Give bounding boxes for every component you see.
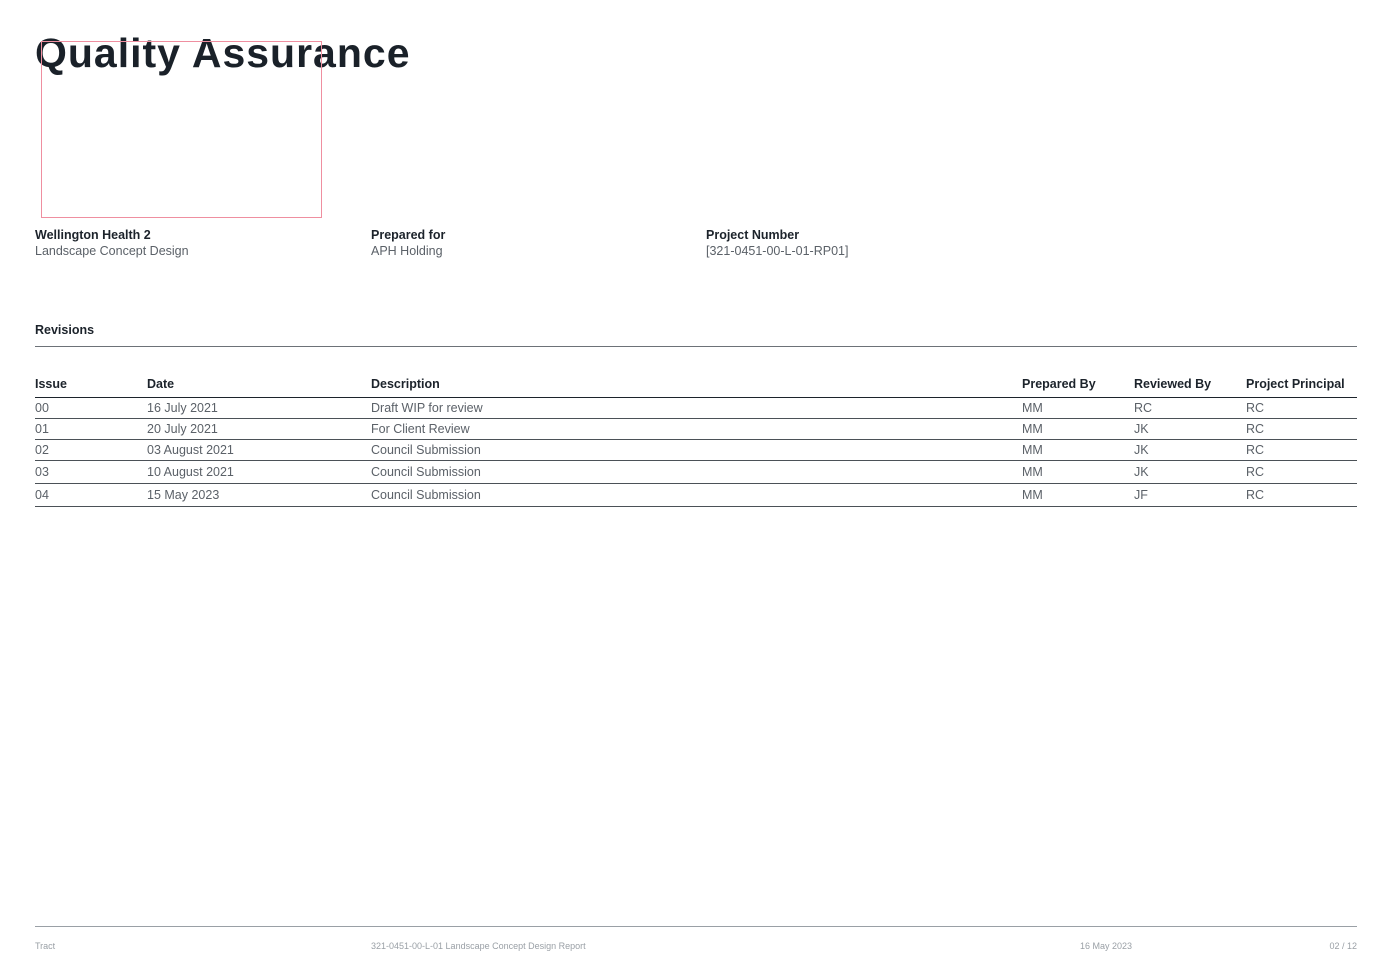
cell-reviewed-by: JK bbox=[1134, 439, 1246, 461]
cell-project-principal: RC bbox=[1246, 483, 1357, 507]
cell-date: 10 August 2021 bbox=[147, 460, 371, 484]
cell-prepared-by: MM bbox=[1022, 460, 1134, 484]
cell-date: 16 July 2021 bbox=[147, 397, 371, 419]
table-row: 03 10 August 2021 Council Submission MM … bbox=[35, 460, 1357, 484]
cell-project-principal: RC bbox=[1246, 439, 1357, 461]
project-number-value: [321-0451-00-L-01-RP01] bbox=[706, 244, 849, 258]
cell-issue: 01 bbox=[35, 418, 147, 440]
prepared-for-block: Prepared for APH Holding bbox=[371, 227, 445, 259]
cell-description: Council Submission bbox=[371, 460, 1022, 484]
table-header-row: Issue Date Description Prepared By Revie… bbox=[35, 370, 1357, 398]
cell-description: Council Submission bbox=[371, 483, 1022, 507]
footer-document-title: 321-0451-00-L-01 Landscape Concept Desig… bbox=[371, 941, 586, 951]
project-number-block: Project Number [321-0451-00-L-01-RP01] bbox=[706, 227, 848, 259]
project-name-block: Wellington Health 2 Landscape Concept De… bbox=[35, 227, 189, 259]
footer-page-number: 02 / 12 bbox=[1329, 941, 1357, 951]
cell-description: For Client Review bbox=[371, 418, 1022, 440]
prepared-for-value: APH Holding bbox=[371, 244, 443, 258]
cell-reviewed-by: JF bbox=[1134, 483, 1246, 507]
cell-project-principal: RC bbox=[1246, 418, 1357, 440]
column-header-reviewed-by: Reviewed By bbox=[1134, 370, 1246, 398]
column-header-prepared-by: Prepared By bbox=[1022, 370, 1134, 398]
footer-divider bbox=[35, 926, 1357, 927]
cell-prepared-by: MM bbox=[1022, 483, 1134, 507]
column-header-project-principal: Project Principal bbox=[1246, 370, 1357, 398]
revisions-table: Issue Date Description Prepared By Revie… bbox=[35, 370, 1357, 507]
cell-project-principal: RC bbox=[1246, 397, 1357, 419]
cell-prepared-by: MM bbox=[1022, 397, 1134, 419]
cell-issue: 03 bbox=[35, 460, 147, 484]
cell-prepared-by: MM bbox=[1022, 418, 1134, 440]
project-number-label: Project Number bbox=[706, 228, 800, 242]
table-row: 00 16 July 2021 Draft WIP for review MM … bbox=[35, 397, 1357, 419]
cell-date: 03 August 2021 bbox=[147, 439, 371, 461]
cell-description: Draft WIP for review bbox=[371, 397, 1022, 419]
cell-date: 15 May 2023 bbox=[147, 483, 371, 507]
cell-issue: 00 bbox=[35, 397, 147, 419]
revisions-heading: Revisions bbox=[35, 323, 95, 337]
column-header-date: Date bbox=[147, 370, 371, 398]
cell-project-principal: RC bbox=[1246, 460, 1357, 484]
placeholder-frame bbox=[41, 41, 322, 218]
cell-reviewed-by: RC bbox=[1134, 397, 1246, 419]
project-name-label: Wellington Health 2 bbox=[35, 228, 151, 242]
cell-date: 20 July 2021 bbox=[147, 418, 371, 440]
cell-prepared-by: MM bbox=[1022, 439, 1134, 461]
project-name-value: Landscape Concept Design bbox=[35, 244, 189, 258]
table-row: 02 03 August 2021 Council Submission MM … bbox=[35, 439, 1357, 461]
column-header-description: Description bbox=[371, 370, 1022, 398]
cell-reviewed-by: JK bbox=[1134, 418, 1246, 440]
table-row: 01 20 July 2021 For Client Review MM JK … bbox=[35, 418, 1357, 440]
column-header-issue: Issue bbox=[35, 370, 147, 398]
footer-date: 16 May 2023 bbox=[1080, 941, 1133, 951]
cell-issue: 02 bbox=[35, 439, 147, 461]
cell-reviewed-by: JK bbox=[1134, 460, 1246, 484]
table-row: 04 15 May 2023 Council Submission MM JF … bbox=[35, 483, 1357, 507]
footer-company: Tract bbox=[35, 941, 56, 951]
revisions-divider bbox=[35, 346, 1357, 347]
prepared-for-label: Prepared for bbox=[371, 228, 446, 242]
cell-issue: 04 bbox=[35, 483, 147, 507]
cell-description: Council Submission bbox=[371, 439, 1022, 461]
page-title: Quality Assurance bbox=[35, 30, 411, 76]
